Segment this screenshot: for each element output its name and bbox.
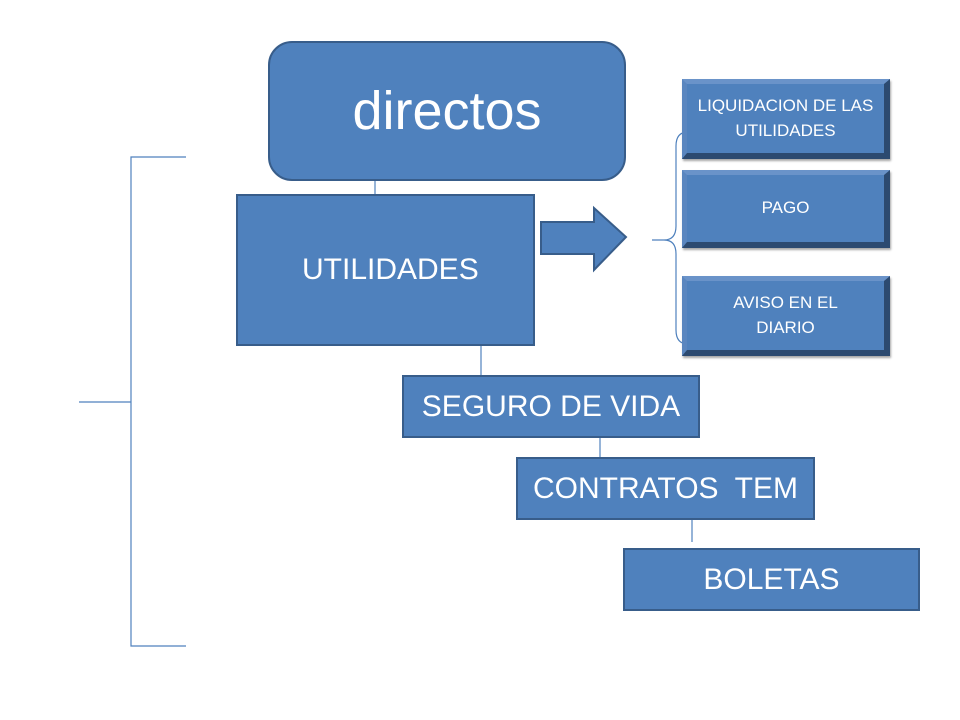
node-utilidades-label: UTILIDADES — [302, 253, 479, 286]
node-pago: PAGO — [682, 170, 890, 248]
node-boletas: BOLETAS — [623, 548, 920, 611]
node-boletas-label: BOLETAS — [703, 562, 840, 596]
node-seguro-de-vida: SEGURO DE VIDA — [402, 375, 700, 438]
node-directos-label: directos — [352, 81, 542, 141]
node-liquidacion-de-las-utilidades: LIQUIDACION DE LAS UTILIDADES — [682, 79, 890, 159]
node-liquidacion-label: LIQUIDACION DE LAS UTILIDADES — [697, 95, 874, 140]
node-seguro-de-vida-label: SEGURO DE VIDA — [421, 389, 681, 423]
node-contratos-tem: CONTRATOS TEM — [516, 457, 815, 520]
node-contratos-tem-label: CONTRATOS TEM — [532, 471, 799, 505]
node-utilidades: UTILIDADES — [236, 194, 535, 346]
node-aviso-en-el-diario: AVISO EN EL DIARIO — [682, 276, 890, 356]
node-pago-label: PAGO — [761, 198, 810, 218]
node-aviso-label: AVISO EN EL DIARIO — [733, 292, 838, 337]
right-brace — [652, 131, 689, 345]
node-directos: directos — [268, 41, 626, 181]
left-bracket — [79, 156, 186, 647]
right-arrow-icon — [540, 205, 628, 273]
